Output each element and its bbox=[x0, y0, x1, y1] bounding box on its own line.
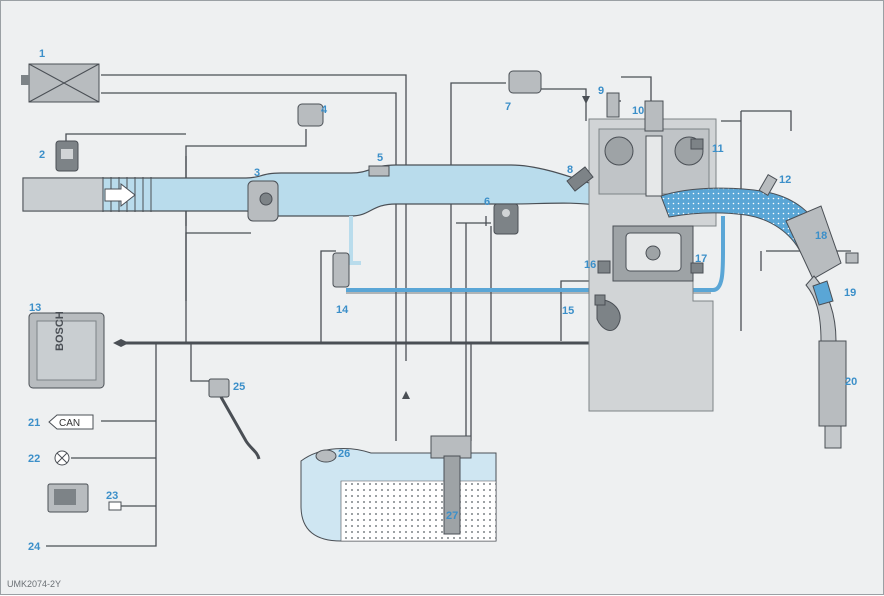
label-7: 7 bbox=[505, 101, 511, 113]
knock-sensor-icon bbox=[594, 294, 606, 306]
camshaft-intake-icon bbox=[604, 136, 634, 166]
fuel-tank bbox=[300, 435, 497, 542]
label-8: 8 bbox=[567, 164, 573, 176]
ecu-brand-label: BOSCH bbox=[54, 311, 66, 351]
can-bus-tag bbox=[48, 414, 94, 430]
label-27: 27 bbox=[446, 510, 458, 522]
temperature-sensor-icon bbox=[597, 260, 611, 274]
fuel-pressure-valve-icon bbox=[508, 70, 542, 94]
pedal-module-icon bbox=[208, 378, 230, 398]
downstream-lambda-icon bbox=[845, 252, 859, 264]
egr-valve-icon bbox=[332, 252, 350, 288]
label-9: 9 bbox=[598, 85, 604, 97]
label-13: 13 bbox=[29, 302, 41, 314]
callout-labels: 1 2 3 4 5 6 7 8 9 10 11 12 13 14 15 16 1… bbox=[28, 48, 857, 553]
flow-arrows bbox=[113, 96, 590, 399]
exhaust-system bbox=[660, 187, 847, 449]
label-11: 11 bbox=[712, 143, 724, 155]
phase-sensor-icon bbox=[690, 138, 704, 150]
air-filter-housing bbox=[22, 177, 104, 212]
label-22: 22 bbox=[28, 453, 40, 465]
accelerator-pedal-icon bbox=[219, 396, 261, 460]
diagnosis-connector-icon bbox=[108, 501, 122, 511]
bus-arrow-left bbox=[113, 339, 121, 347]
fuel-flow-arrow bbox=[402, 391, 410, 399]
main-catalytic-converter-icon bbox=[818, 340, 847, 427]
intake-manifold bbox=[22, 164, 602, 222]
filler-cap-icon bbox=[315, 449, 337, 463]
label-1: 1 bbox=[39, 48, 45, 60]
label-17: 17 bbox=[695, 253, 707, 265]
label-24: 24 bbox=[28, 541, 41, 553]
electric-fuel-pump-icon bbox=[443, 455, 461, 535]
crankshaft-wheel-icon bbox=[596, 299, 621, 332]
label-19: 19 bbox=[844, 287, 856, 299]
label-5: 5 bbox=[377, 152, 383, 164]
components: BOSCH CAN bbox=[21, 63, 859, 513]
label-18: 18 bbox=[815, 230, 827, 242]
intake-pressure-sensor-icon bbox=[368, 165, 390, 177]
label-12: 12 bbox=[779, 174, 791, 186]
label-23: 23 bbox=[106, 490, 118, 502]
line-arrow bbox=[582, 96, 590, 104]
fuel-delivery-module-top bbox=[430, 435, 472, 459]
ignition-coil-icon bbox=[644, 100, 664, 132]
canister-purge-valve-icon bbox=[297, 103, 324, 127]
label-21: 21 bbox=[28, 417, 40, 429]
figure-code: UMK2074-2Y bbox=[7, 579, 61, 589]
lambda-sensor-icon bbox=[758, 174, 778, 196]
label-25: 25 bbox=[233, 381, 245, 393]
air-flow-arrow-icon bbox=[104, 182, 136, 208]
label-4: 4 bbox=[321, 104, 328, 116]
injector-icon bbox=[566, 166, 594, 192]
label-14: 14 bbox=[336, 304, 349, 316]
label-2: 2 bbox=[39, 149, 45, 161]
label-3: 3 bbox=[254, 167, 260, 179]
speed-sensor-icon bbox=[690, 262, 704, 274]
spark-plug-icon bbox=[645, 135, 663, 197]
label-16: 16 bbox=[584, 259, 596, 271]
catalytic-converter-icon bbox=[785, 205, 842, 280]
bus-arrow-right bbox=[121, 339, 129, 347]
label-10: 10 bbox=[632, 105, 644, 117]
label-6: 6 bbox=[484, 196, 490, 208]
rail-pressure-sensor-icon bbox=[606, 92, 620, 118]
label-26: 26 bbox=[338, 448, 350, 460]
high-pressure-pump-icon bbox=[493, 203, 519, 235]
can-label: CAN bbox=[59, 418, 80, 429]
label-15: 15 bbox=[562, 305, 574, 317]
label-20: 20 bbox=[845, 376, 857, 388]
